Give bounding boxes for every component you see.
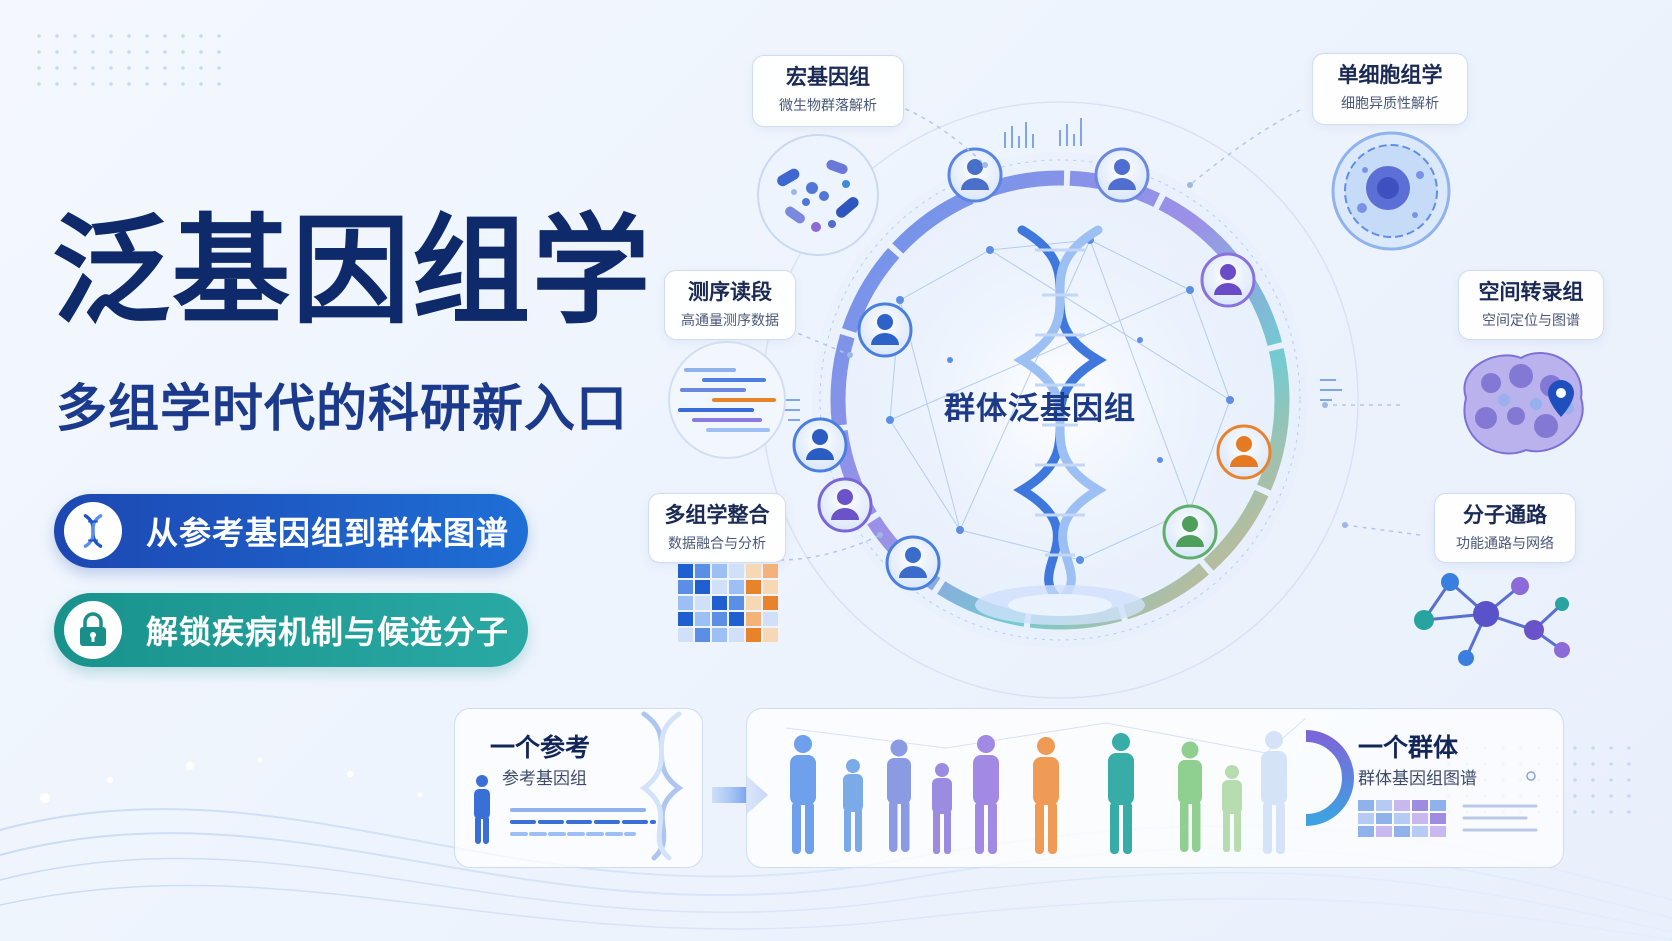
card-multiomics: 多组学整合 数据融合与分析 bbox=[648, 493, 786, 563]
card-title: 空间转录组 bbox=[1478, 280, 1584, 304]
card-pathway: 分子通路 功能通路与网络 bbox=[1434, 493, 1576, 563]
reference-title: 一个参考 bbox=[490, 733, 591, 762]
card-subtitle: 细胞异质性解析 bbox=[1341, 96, 1439, 113]
lock-icon bbox=[64, 601, 122, 659]
cell-icon bbox=[1331, 131, 1451, 251]
pill-disease-mechanism: 解锁疾病机制与候选分子 bbox=[54, 593, 528, 667]
card-spatial: 空间转录组 空间定位与图谱 bbox=[1458, 270, 1604, 340]
card-subtitle: 微生物群落解析 bbox=[779, 98, 877, 115]
population-illustration bbox=[785, 717, 1538, 854]
pill-label: 从参考基因组到群体图谱 bbox=[146, 514, 510, 552]
population-subtitle: 群体基因组图谱 bbox=[1358, 769, 1477, 789]
reference-illustration bbox=[474, 711, 684, 861]
person-icon bbox=[474, 775, 490, 844]
card-seq-reads: 测序读段 高通量测序数据 bbox=[664, 270, 796, 340]
page-subtitle: 多组学时代的科研新入口 bbox=[56, 380, 629, 439]
card-title: 多组学整合 bbox=[664, 503, 770, 527]
bacteria-icon bbox=[757, 134, 879, 256]
card-title: 测序读段 bbox=[688, 280, 772, 304]
card-title: 宏基因组 bbox=[786, 65, 870, 89]
center-label: 群体泛基因组 bbox=[944, 391, 1136, 427]
heatmap-grid-icon bbox=[678, 564, 778, 642]
pill-label: 解锁疾病机制与候选分子 bbox=[146, 613, 510, 651]
card-title: 分子通路 bbox=[1463, 503, 1547, 527]
dot-grid-decoration bbox=[30, 28, 230, 98]
sequence-reads-icon bbox=[668, 341, 786, 459]
card-single-cell: 单细胞组学 细胞异质性解析 bbox=[1312, 53, 1468, 125]
molecule-network-icon bbox=[1414, 573, 1570, 666]
card-subtitle: 空间定位与图谱 bbox=[1482, 313, 1580, 330]
card-subtitle: 高通量测序数据 bbox=[681, 313, 779, 330]
card-subtitle: 功能通路与网络 bbox=[1456, 536, 1554, 553]
pill-reference-to-population: 从参考基因组到群体图谱 bbox=[54, 494, 528, 568]
panel-population bbox=[746, 708, 1564, 868]
tissue-map-icon bbox=[1463, 352, 1584, 455]
population-title: 一个群体 bbox=[1358, 733, 1459, 762]
person-icon bbox=[857, 302, 913, 358]
card-metagenome: 宏基因组 微生物群落解析 bbox=[752, 55, 904, 127]
pangenome-ring-diagram bbox=[761, 101, 1359, 699]
dna-icon bbox=[64, 502, 122, 560]
page-title: 泛基因组学 bbox=[52, 202, 653, 340]
card-title: 单细胞组学 bbox=[1337, 63, 1443, 87]
reference-subtitle: 参考基因组 bbox=[502, 769, 587, 789]
card-subtitle: 数据融合与分析 bbox=[668, 536, 766, 553]
